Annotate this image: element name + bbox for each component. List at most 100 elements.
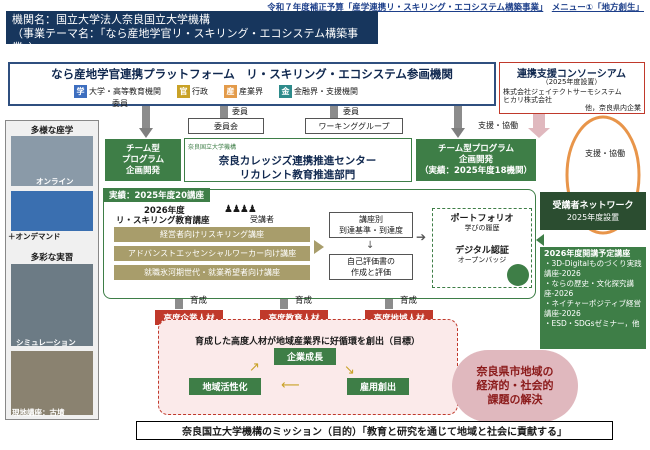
header-budget: 令和７年度補正予算 bbox=[267, 3, 344, 13]
learning-methods-panel: 多様な座学 オンライン ＋オンデマンド 多彩な実習 シミュレーション 現地講座：… bbox=[5, 120, 99, 420]
attendees-label: 受講者 bbox=[250, 215, 274, 224]
tag-university-label: 大学・高等教育機関 bbox=[89, 87, 161, 96]
course-year: 2026年度 bbox=[144, 206, 185, 216]
tag-industry-label: 産業界 bbox=[239, 87, 263, 96]
team-left-line3: 企画開発 bbox=[125, 165, 160, 176]
planned-courses-title: 2026年度開講予定講座 bbox=[544, 249, 631, 258]
arrow-head-right bbox=[451, 128, 465, 138]
eval-criteria-line1: 講座別 bbox=[359, 215, 383, 224]
arrow-shaft-right bbox=[454, 106, 462, 128]
cycle-arrow-left-icon: ⟵ bbox=[281, 378, 300, 393]
ikusei-label-b: 育成 bbox=[295, 296, 313, 306]
platform-tags: 学大学・高等教育機関 官行政 産産業界 金金融界・支援機関 bbox=[74, 85, 358, 98]
eval-criteria-box: 講座別 到達基準・到達度 bbox=[329, 212, 413, 238]
simulation-label: シミュレーション bbox=[16, 338, 76, 347]
institution-banner: 機関名：国立大学法人奈良国立大学機構 （事業テーマ名：「なら産地学官リ・スキリン… bbox=[6, 11, 378, 54]
cycle-area: 育成した高度人材が地域産業界に好循環を創出（目標） 企業成長 地域活性化 雇用創… bbox=[158, 319, 458, 415]
label-iin-center: 委員 bbox=[232, 107, 248, 116]
header-project-name: 「産学連携リ・スキリング・エコシステム構築事業」 bbox=[343, 3, 544, 13]
practical-training-title: 多彩な実習 bbox=[30, 253, 74, 263]
label-support-right: 支援・協働 bbox=[478, 121, 518, 130]
center-name: 奈良カレッジズ連携推進センター bbox=[218, 155, 377, 167]
network-box: 受講者ネットワーク 2025年度設置 bbox=[540, 192, 646, 230]
institution-name: 機関名：国立大学法人奈良国立大学機構 bbox=[12, 13, 210, 26]
consortium-company-2: ヒカリ株式会社 bbox=[503, 96, 552, 104]
team-left-line1: チーム型 bbox=[126, 143, 160, 154]
portfolio-title: ポートフォリオ bbox=[450, 214, 514, 224]
arrow-shaft-wg bbox=[330, 106, 338, 118]
online-label: オンライン bbox=[36, 177, 74, 186]
cycle-growth: 企業成長 bbox=[274, 348, 336, 365]
cycle-title: 育成した高度人材が地域産業界に好循環を創出（目標） bbox=[194, 337, 420, 347]
people-icon: ♟♟♟♟ bbox=[224, 204, 257, 215]
label-iin-wg: 委員 bbox=[343, 107, 359, 116]
ikusei-arrow-a bbox=[175, 299, 183, 309]
planned-course-1: ・3D-Digitalものづくり実践講座-2026 bbox=[544, 259, 642, 278]
team-right-line1: チーム型プログラム bbox=[438, 143, 514, 154]
arrow-shaft-left bbox=[142, 106, 150, 128]
digital-badge-title: デジタル認証 bbox=[455, 246, 509, 256]
tag-finance-label: 金融界・支援機関 bbox=[294, 87, 358, 96]
course-title: リ・スキリング教育講座 bbox=[116, 216, 210, 226]
working-group-box: ワーキンググループ bbox=[305, 118, 403, 134]
tag-government: 官行政 bbox=[177, 85, 208, 98]
cycle-arrow-down-right-icon: ↘ bbox=[344, 363, 355, 378]
team-right-line3: （実績：2025年度18機関） bbox=[420, 165, 532, 176]
right-arrow-icon: ➔ bbox=[416, 230, 427, 244]
mark-government-icon: 官 bbox=[177, 85, 190, 98]
platform-box: なら産地学官連携プラットフォーム リ・スキリング・エコシステム参画機関 学大学・… bbox=[8, 62, 496, 106]
team-program-left: チーム型 プログラム 企画開発 bbox=[105, 139, 181, 181]
center-box: 奈良国立大学機構 奈良カレッジズ連携推進センター リカレント教育推進部門 bbox=[184, 138, 412, 182]
center-logo: 奈良国立大学機構 bbox=[188, 144, 237, 151]
mark-university-icon: 学 bbox=[74, 85, 87, 98]
online-screen-photo bbox=[11, 191, 93, 231]
ikusei-label-a: 育成 bbox=[190, 296, 208, 306]
consortium-year: （2025年度設置） bbox=[541, 78, 602, 86]
consortium-box: 連携支援コンソーシアム （2025年度設置） 株式会社ジェイテクトサーモシステム… bbox=[499, 62, 645, 114]
planned-course-3-text: ネイチャーポジティブ経営講座-2026 bbox=[544, 299, 641, 318]
support-label-right: 支援・協働 bbox=[585, 149, 625, 158]
self-eval-box: 自己評価書の 作成と評価 bbox=[329, 254, 413, 280]
consortium-title: 連携支援コンソーシアム bbox=[516, 69, 627, 80]
solution-line2: 経済的・社会的 bbox=[476, 379, 554, 392]
consortium-arrow-shaft bbox=[533, 114, 545, 128]
project-theme: （事業テーマ名：「なら産地学官リ・スキリング・エコシステム構築事業」） bbox=[12, 27, 359, 54]
badge-icon bbox=[507, 264, 529, 286]
lecture-photo bbox=[11, 136, 93, 186]
field-label: 現地講座：古墳 bbox=[12, 408, 65, 417]
implementation-box: 実績：2025年度20講座 2026年度 リ・スキリング教育講座 ♟♟♟♟ 受講… bbox=[103, 188, 536, 299]
course-arrow-icon bbox=[314, 240, 324, 254]
planned-courses-panel: 2026年度開講予定講座 ・3D-Digitalものづくり実践講座-2026 ・… bbox=[540, 247, 646, 349]
tomb-field-photo bbox=[11, 351, 93, 415]
tag-industry: 産産業界 bbox=[224, 85, 263, 98]
course-essential-worker: アドバンストエッセンシャルワーカー向け講座 bbox=[114, 246, 310, 261]
planned-course-4: ・ESD・SDGsゼミナー，他 bbox=[544, 319, 640, 328]
ikusei-arrow-c bbox=[385, 299, 393, 309]
portfolio-sub: 学びの履歴 bbox=[464, 224, 500, 232]
solution-line1: 奈良県市地域の bbox=[476, 365, 554, 378]
label-iin-left: 委員 bbox=[112, 99, 128, 108]
arrow-head-left bbox=[139, 128, 153, 138]
mark-industry-icon: 産 bbox=[224, 85, 237, 98]
digital-badge-sub: オープンバッジ bbox=[457, 256, 507, 264]
ikusei-arrow-b bbox=[280, 299, 288, 309]
self-eval-line2: 作成と評価 bbox=[351, 268, 391, 277]
ikusei-label-c: 育成 bbox=[400, 296, 418, 306]
portfolio-box: ポートフォリオ 学びの履歴 デジタル認証 オープンバッジ bbox=[432, 208, 532, 288]
solution-blob: 奈良県市地域の 経済的・社会的 課題の解決 bbox=[452, 350, 578, 422]
team-left-line2: プログラム bbox=[121, 154, 165, 165]
result-badge: 実績：2025年度20講座 bbox=[103, 188, 210, 202]
consortium-company-1: 株式会社ジェイテクトサーモシステム bbox=[503, 88, 622, 96]
tag-finance: 金金融界・支援機関 bbox=[279, 85, 358, 98]
cycle-revitalization: 地域活性化 bbox=[189, 378, 261, 395]
planned-course-2: ・ならの歴史・文化探究講座-2026 bbox=[544, 279, 634, 298]
support-loop-ellipse bbox=[565, 115, 641, 235]
planned-course-2-text: ならの歴史・文化探究講座-2026 bbox=[544, 279, 634, 298]
network-title: 受講者ネットワーク bbox=[552, 201, 634, 211]
center-department: リカレント教育推進部門 bbox=[239, 169, 356, 181]
planned-course-3: ・ネイチャーポジティブ経営講座-2026 bbox=[544, 299, 641, 318]
course-executive: 経営者向けリスキリング講座 bbox=[114, 227, 310, 242]
eval-criteria-line2: 到達基準・到達度 bbox=[339, 226, 403, 235]
diverse-lectures-title: 多様な座学 bbox=[30, 126, 74, 136]
course-employment-ice-age: 就職氷河期世代・就業希望者向け講座 bbox=[114, 265, 310, 280]
